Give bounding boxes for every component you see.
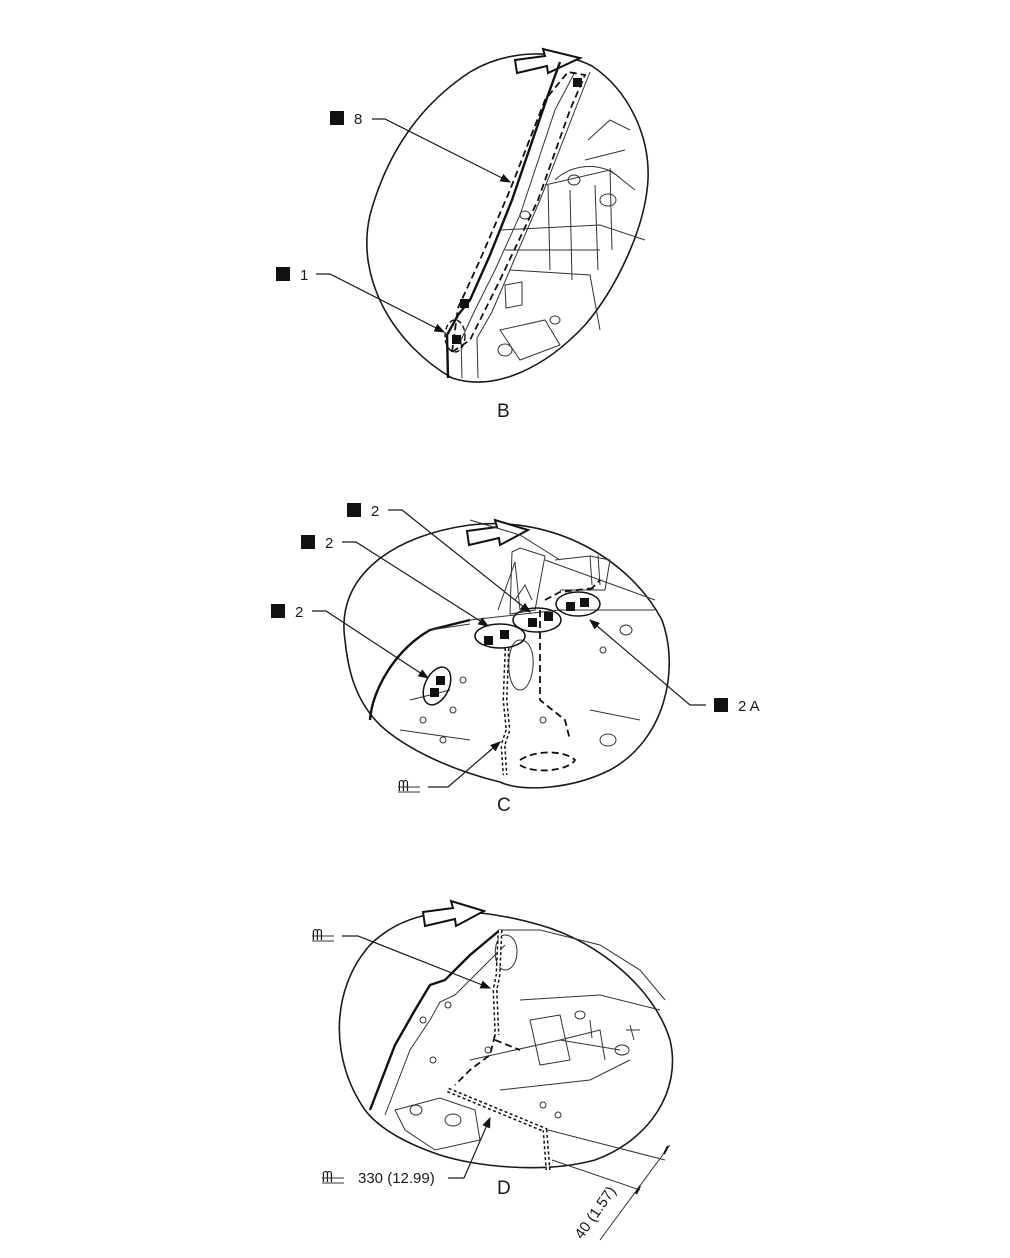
view-c: 2 2 2 2 A ᗰ C [271, 503, 760, 816]
spot-weld-square-icon [301, 535, 315, 549]
callout-b-8: 8 [330, 111, 512, 183]
view-caption: B [497, 401, 510, 422]
callout-c-2a: 2 A [589, 619, 760, 715]
dimension-label: 40 (1.57) [571, 1183, 619, 1242]
callout-b-1: 1 [276, 267, 446, 333]
callout-d-seam-top: ᗰ [312, 927, 492, 989]
view-b-outline [366, 53, 649, 383]
spot-weld-square-icon [276, 267, 290, 281]
callout-label: 330 (12.99) [358, 1170, 435, 1187]
spot-weld-square-icon [347, 503, 361, 517]
callout-label: 2 [371, 503, 379, 520]
front-arrow-icon [421, 899, 487, 928]
view-b: 8 1 B [276, 47, 649, 422]
callout-label: 2 [295, 604, 303, 621]
front-arrow-icon [513, 47, 583, 75]
callout-label: 1 [300, 267, 308, 284]
callout-label: 2 A [738, 698, 760, 715]
front-arrow-icon [465, 518, 531, 547]
spot-weld-square-icon [714, 698, 728, 712]
callout-d-seam-bottom: ᗰ 330 (12.99) [322, 1116, 491, 1187]
callout-c-2-top: 2 [347, 503, 531, 613]
spot-weld-mark [573, 78, 582, 87]
callout-label: 8 [354, 111, 362, 128]
callout-c-seam: ᗰ [398, 741, 501, 795]
callout-label: 2 [325, 535, 333, 552]
callout-c-2-mid: 2 [301, 535, 490, 627]
view-caption: C [497, 795, 511, 816]
spot-weld-square-icon [271, 604, 285, 618]
view-c-outline [343, 522, 670, 789]
spot-weld-mark [452, 335, 461, 344]
spot-weld-mark [460, 299, 469, 308]
callout-c-2-low: 2 [271, 604, 430, 679]
seam-weld-bead [447, 1087, 551, 1171]
view-d-outline [338, 911, 674, 1169]
view-d: 40 (1.57) ᗰ ᗰ 330 (12.99) D [312, 899, 674, 1242]
view-caption: D [497, 1178, 511, 1199]
spot-weld-square-icon [330, 111, 344, 125]
